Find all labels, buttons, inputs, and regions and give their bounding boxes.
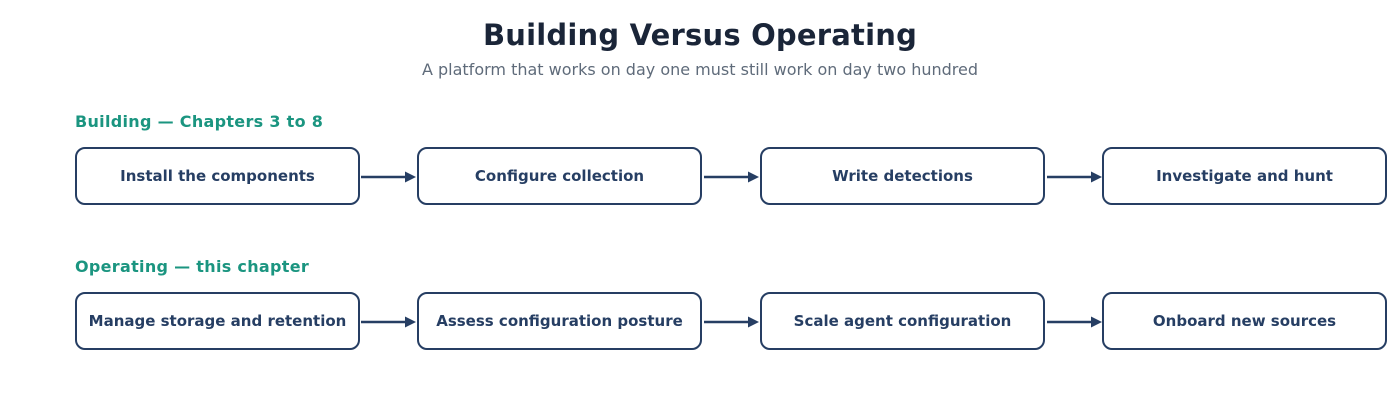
building-step-configure: Configure collection	[417, 147, 702, 205]
building-step-detections: Write detections	[760, 147, 1045, 205]
operating-section-label: Operating — this chapter	[75, 257, 310, 276]
building-section-label: Building — Chapters 3 to 8	[75, 112, 324, 131]
operating-step-storage: Manage storage and retention	[75, 292, 360, 350]
operating-step-onboard: Onboard new sources	[1102, 292, 1387, 350]
arrow-right-icon	[704, 315, 759, 329]
arrow-right-icon	[361, 315, 416, 329]
arrow-right-icon	[1047, 315, 1102, 329]
operating-step-scale: Scale agent configuration	[760, 292, 1045, 350]
building-step-install: Install the components	[75, 147, 360, 205]
diagram-title: Building Versus Operating	[482, 18, 918, 52]
operating-step-posture: Assess configuration posture	[417, 292, 702, 350]
arrow-right-icon	[1047, 170, 1102, 184]
arrow-right-icon	[361, 170, 416, 184]
diagram-subtitle: A platform that works on day one must st…	[421, 60, 979, 79]
building-step-investigate: Investigate and hunt	[1102, 147, 1387, 205]
arrow-right-icon	[704, 170, 759, 184]
